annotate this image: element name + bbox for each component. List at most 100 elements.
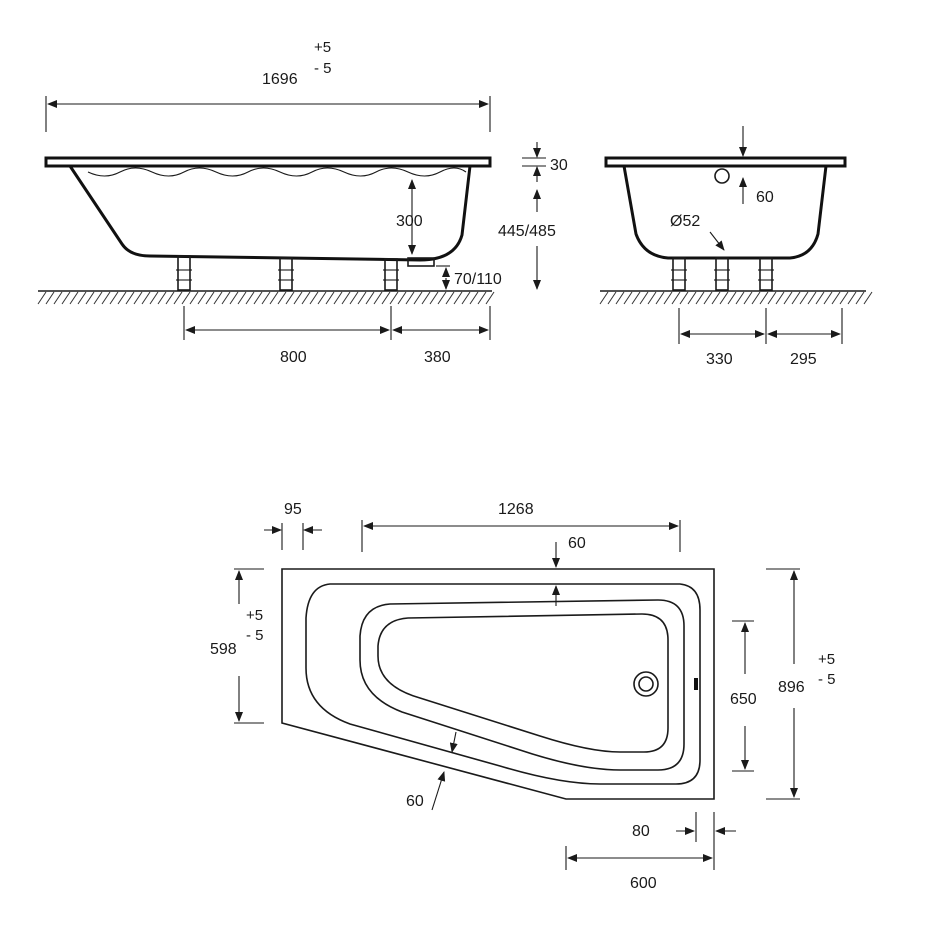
leg-spacing-295-label: 295 bbox=[790, 351, 817, 368]
drain-outer-ring bbox=[633, 671, 659, 697]
rim-thickness-label: 30 bbox=[550, 157, 568, 174]
floor-hatching-right bbox=[599, 291, 873, 305]
hatch-line bbox=[37, 291, 47, 305]
drain-fitting bbox=[407, 257, 435, 267]
overflow-hole bbox=[714, 168, 730, 184]
hatch-line bbox=[341, 291, 351, 305]
hatch-line bbox=[679, 291, 689, 305]
end-view: 60 Ø52 330 295 bbox=[599, 126, 873, 368]
overall-width-tol-minus: - 5 bbox=[818, 671, 836, 688]
leg-spacing-330-label: 330 bbox=[706, 351, 733, 368]
hatch-line bbox=[213, 291, 223, 305]
hatch-line bbox=[655, 291, 665, 305]
hatch-line bbox=[205, 291, 215, 305]
hatch-line bbox=[743, 291, 753, 305]
side-view: 1696 +5 - 5 300 30 445/485 70/110 800 38… bbox=[37, 39, 568, 366]
hatch-line bbox=[53, 291, 63, 305]
hatch-line bbox=[477, 291, 487, 305]
leg-spacing-380-label: 380 bbox=[424, 349, 451, 366]
side-rim bbox=[44, 156, 492, 168]
hatch-line bbox=[285, 291, 295, 305]
bottom-length-label: 600 bbox=[630, 875, 657, 892]
plan-view: 95 1268 60 598 +5 - 5 650 896 +5 - 5 bbox=[210, 501, 836, 892]
hatch-line bbox=[405, 291, 415, 305]
hatch-line bbox=[357, 291, 367, 305]
overflow-diameter-label: Ø52 bbox=[670, 213, 700, 230]
corner-offset-label: 95 bbox=[284, 501, 302, 518]
hatch-line bbox=[623, 291, 633, 305]
hatch-line bbox=[429, 291, 439, 305]
leg-spacing-800-label: 800 bbox=[280, 349, 307, 366]
hatch-line bbox=[759, 291, 769, 305]
hatch-line bbox=[735, 291, 745, 305]
hatch-line bbox=[261, 291, 271, 305]
overall-length-tol-plus: +5 bbox=[314, 39, 331, 56]
hatch-line bbox=[807, 291, 817, 305]
hatch-line bbox=[189, 291, 199, 305]
left-width-tol-minus: - 5 bbox=[246, 627, 264, 644]
hatch-line bbox=[775, 291, 785, 305]
hatch-line bbox=[469, 291, 479, 305]
side-legs bbox=[176, 255, 399, 291]
hatch-line bbox=[767, 291, 777, 305]
hatch-line bbox=[101, 291, 111, 305]
hatch-line bbox=[719, 291, 729, 305]
hatch-line bbox=[695, 291, 705, 305]
hatch-line bbox=[61, 291, 71, 305]
hatch-line bbox=[333, 291, 343, 305]
end-rim bbox=[604, 156, 847, 168]
hatch-line bbox=[325, 291, 335, 305]
hatch-line bbox=[269, 291, 279, 305]
hatch-line bbox=[277, 291, 287, 305]
depth-label: 300 bbox=[396, 213, 423, 230]
plan-outer-rim bbox=[305, 583, 701, 785]
left-width-label: 598 bbox=[210, 641, 237, 658]
hatch-line bbox=[727, 291, 737, 305]
hatch-line bbox=[485, 291, 495, 305]
hatch-line bbox=[69, 291, 79, 305]
hatch-line bbox=[647, 291, 657, 305]
leg bbox=[384, 258, 398, 291]
hatch-line bbox=[847, 291, 857, 305]
slant-rim-label: 60 bbox=[406, 793, 424, 810]
hatch-line bbox=[607, 291, 617, 305]
hatch-line bbox=[397, 291, 407, 305]
total-height-label: 445/485 bbox=[498, 223, 556, 240]
hatch-line bbox=[109, 291, 119, 305]
hatch-line bbox=[85, 291, 95, 305]
hatch-line bbox=[461, 291, 471, 305]
leg bbox=[279, 257, 293, 291]
hatch-line bbox=[421, 291, 431, 305]
hatch-line bbox=[791, 291, 801, 305]
overflow-offset-label: 60 bbox=[756, 189, 774, 206]
hatch-line bbox=[301, 291, 311, 305]
drain-inner-ring bbox=[638, 676, 654, 692]
leg-height-label: 70/110 bbox=[454, 271, 502, 288]
hatch-line bbox=[141, 291, 151, 305]
hatch-line bbox=[599, 291, 609, 305]
hatch-line bbox=[373, 291, 383, 305]
hatch-line bbox=[173, 291, 183, 305]
top-rim-label: 60 bbox=[568, 535, 586, 552]
hatch-line bbox=[687, 291, 697, 305]
hatch-line bbox=[815, 291, 825, 305]
hatch-line bbox=[389, 291, 399, 305]
hatch-line bbox=[181, 291, 191, 305]
hatch-line bbox=[783, 291, 793, 305]
hatch-line bbox=[703, 291, 713, 305]
hatch-line bbox=[831, 291, 841, 305]
overall-width-tol-plus: +5 bbox=[818, 651, 835, 668]
hatch-line bbox=[125, 291, 135, 305]
hatch-line bbox=[253, 291, 263, 305]
plan-inner-basin bbox=[377, 613, 669, 753]
water-line bbox=[87, 167, 467, 177]
hatch-line bbox=[197, 291, 207, 305]
hatch-line bbox=[671, 291, 681, 305]
hatch-line bbox=[381, 291, 391, 305]
hatch-line bbox=[349, 291, 359, 305]
hatch-line bbox=[293, 291, 303, 305]
hatch-line bbox=[437, 291, 447, 305]
end-tub-body bbox=[622, 165, 828, 260]
hatch-line bbox=[229, 291, 239, 305]
